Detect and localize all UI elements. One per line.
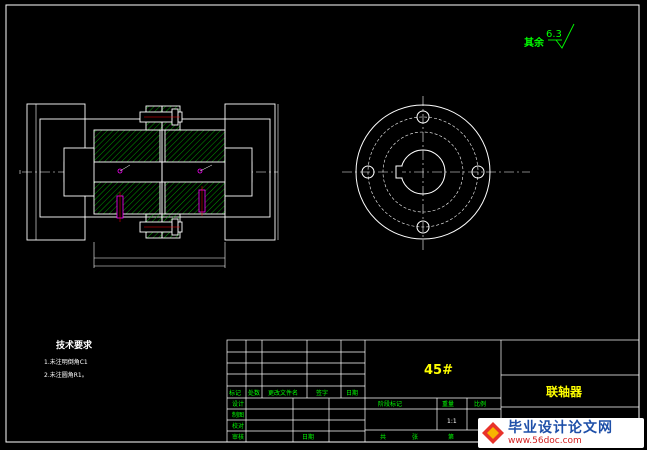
keyway: [395, 165, 402, 179]
watermark-logo-icon: [478, 418, 508, 448]
bolt-pitch-circle: [367, 116, 479, 228]
tb-label-date: 日期: [346, 389, 358, 397]
tb-label-sign: 签字: [316, 389, 328, 397]
watermark-url: www.56doc.com: [508, 435, 582, 446]
tb-sheet-total: 共: [380, 433, 386, 441]
drawing-border: [5, 4, 640, 443]
tech-requirements-heading: 技术要求: [56, 339, 93, 351]
material-value: 45#: [424, 363, 453, 378]
site-watermark: 毕业设计论文网 www.56doc.com: [478, 418, 644, 448]
tb-review-date: 日期: [302, 433, 314, 441]
roughness-check-icon: [555, 23, 575, 49]
tech-requirements: 技术要求 1.未注明倒角C1 2.未注圆角R1。: [44, 339, 93, 379]
tech-requirement-item-2: 2.未注圆角R1。: [44, 371, 88, 379]
bottom-bolt: [139, 218, 183, 236]
tb-label-change-doc: 更改文件名: [268, 389, 298, 397]
tech-requirement-item-1: 1.未注明倒角C1: [44, 358, 88, 366]
tb-label-mark: 标记: [229, 389, 241, 397]
tb-check: 校对: [232, 422, 244, 430]
tb-sheet-no: 第: [448, 433, 454, 441]
surface-finish-symbol: 其余 6.3: [524, 23, 575, 49]
flange-outer-circle: [355, 104, 491, 240]
surface-finish-value: 6.3: [546, 29, 562, 40]
tb-review: 审核: [232, 433, 244, 441]
tb-weight: 重量: [442, 400, 454, 408]
surface-finish-prefix: 其余: [524, 36, 545, 49]
tb-label-count: 处数: [248, 389, 260, 397]
bolt-hole-bottom: [416, 220, 430, 234]
watermark-title: 毕业设计论文网: [508, 419, 613, 436]
bolt-hole-left: [361, 165, 375, 179]
tb-stage-mark: 阶段标记: [378, 400, 402, 408]
tb-scale-label: 比例: [474, 400, 486, 408]
top-bolt: [139, 108, 183, 126]
tb-draft: 制图: [232, 411, 244, 419]
tb-sheet-label: 张: [412, 433, 418, 441]
front-view: [342, 96, 530, 250]
title-block: [226, 339, 640, 443]
drawing-title: 联轴器: [546, 384, 583, 399]
bolt-hole-top: [416, 110, 430, 124]
hub-circle: [382, 131, 464, 213]
tb-design: 设计: [232, 400, 244, 408]
bolt-hole-right: [471, 165, 485, 179]
tb-scale-value: 1:1: [447, 418, 457, 425]
section-view: [19, 103, 279, 268]
